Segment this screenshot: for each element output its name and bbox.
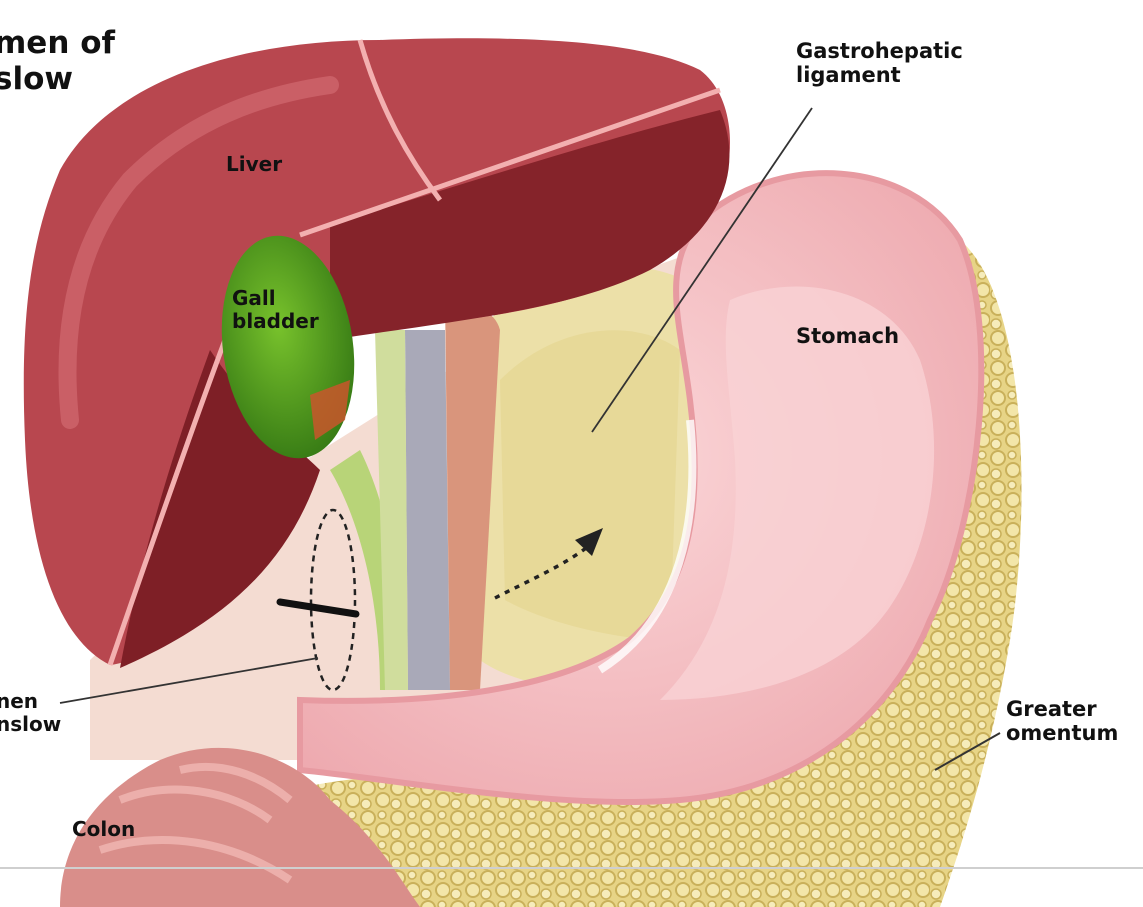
label-line: Gastrohepatic [796,39,963,63]
label-line: bladder [232,310,319,333]
label-line: ligament [796,63,963,87]
label-foramen-of-winslow-top: men of slow [0,26,115,97]
label-line: Greater [1006,697,1118,721]
label-line: nslow [0,713,61,736]
label-foramen-of-winslow-left: nen nslow [0,690,61,736]
label-colon: Colon [72,818,135,841]
label-greater-omentum: Greater omentum [1006,697,1118,745]
label-liver: Liver [226,153,282,176]
label-gallbladder: Gall bladder [232,287,319,333]
label-line: slow [0,62,115,98]
label-stomach: Stomach [796,324,899,348]
label-line: omentum [1006,721,1118,745]
label-line: nen [0,690,61,713]
label-line: men of [0,26,115,62]
label-gastrohepatic-ligament: Gastrohepatic ligament [796,39,963,87]
portal-vein [405,330,450,690]
label-line: Gall [232,287,319,310]
ligament-inner [500,330,680,640]
